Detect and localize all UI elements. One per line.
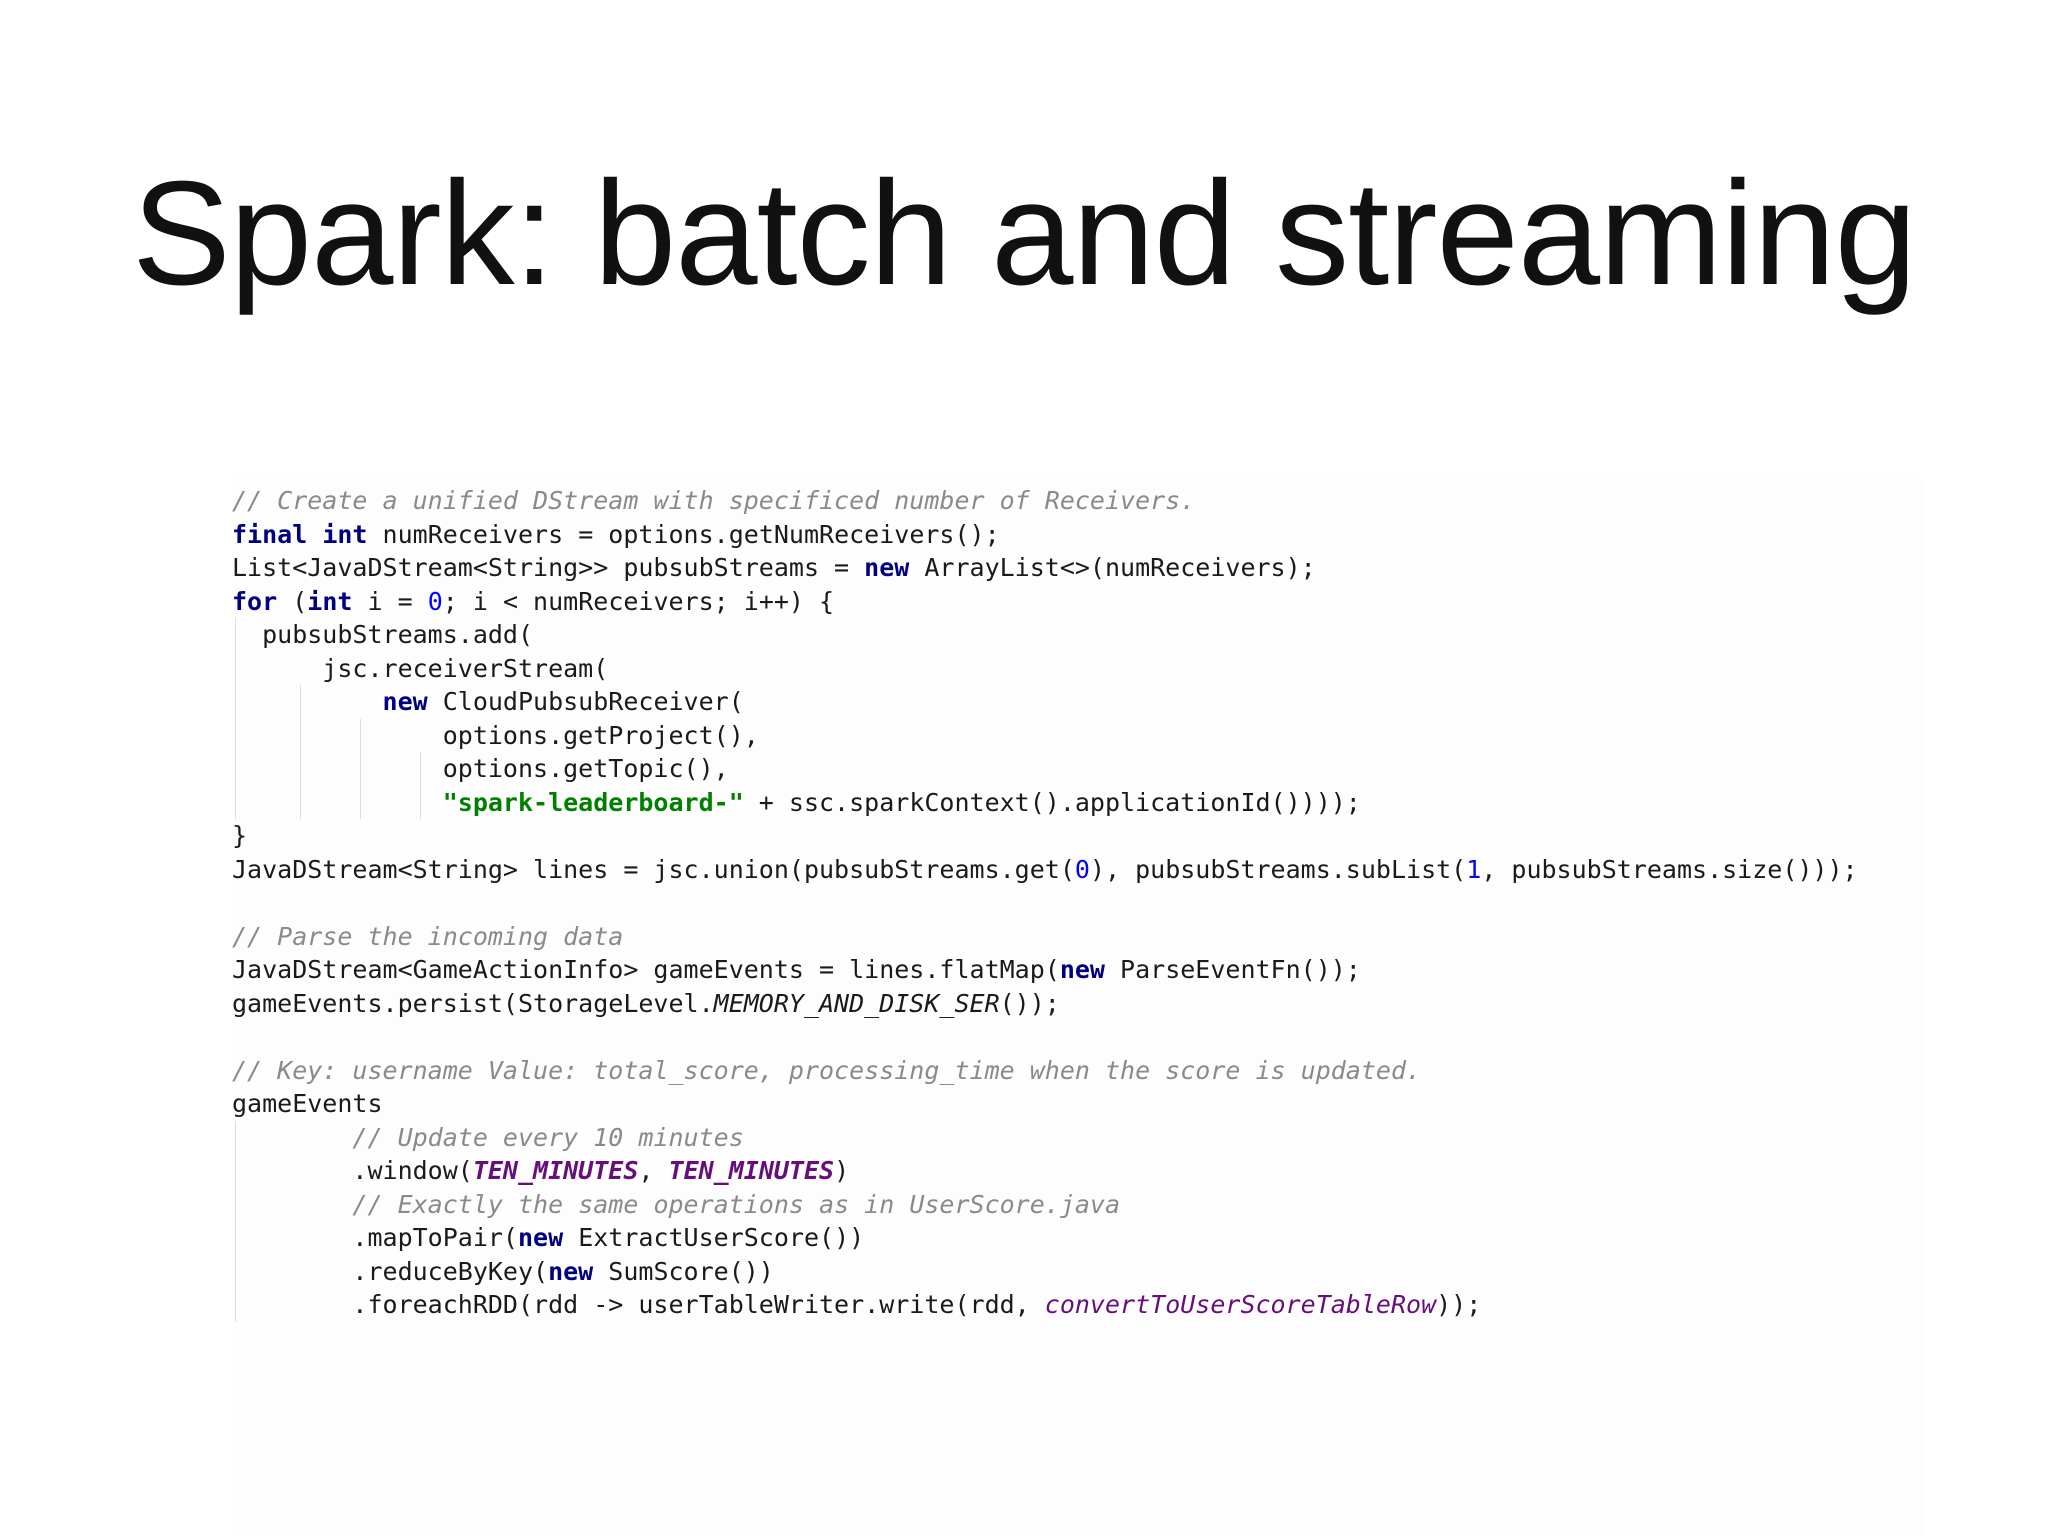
indent-guide [420, 752, 422, 819]
code-token: new [1059, 955, 1105, 984]
indent-guide [299, 685, 301, 819]
code-token: SumScore()) [593, 1256, 774, 1286]
code-line: gameEvents.persist(StorageLevel.MEMORY_A… [232, 987, 1932, 1021]
code-line: "spark-leaderboard-" + ssc.sparkContext(… [232, 786, 1932, 820]
code-token: // Update every 10 minutes [352, 1122, 744, 1152]
code-token: // Exactly the same operations as in Use… [352, 1189, 1121, 1219]
code-line [232, 886, 1932, 920]
code-line: // Exactly the same operations as in Use… [232, 1188, 1932, 1222]
code-token: , [638, 1156, 669, 1185]
code-token: )); [1436, 1290, 1482, 1319]
code-token [232, 1190, 352, 1219]
code-line: options.getTopic(), [232, 752, 1932, 786]
code-token: gameEvents.persist(StorageLevel. [232, 988, 714, 1018]
code-token: ( [277, 586, 308, 616]
code-panel-background [232, 478, 1922, 1536]
code-token: new [548, 1256, 594, 1286]
code-line: pubsubStreams.add( [232, 618, 1932, 652]
code-token [232, 687, 383, 716]
code-token: JavaDStream<GameActionInfo> gameEvents =… [232, 955, 1060, 984]
code-token: ) [834, 1156, 850, 1185]
code-token: ArrayList<>(numReceivers); [909, 553, 1316, 582]
code-token: .mapToPair( [232, 1223, 518, 1252]
code-token: 1 [1466, 854, 1482, 884]
code-line: // Update every 10 minutes [232, 1121, 1932, 1155]
code-line: // Create a unified DStream with specifi… [232, 484, 1932, 518]
code-line: // Parse the incoming data [232, 920, 1932, 954]
code-token: // Parse the incoming data [232, 921, 624, 951]
code-line: .foreachRDD(rdd -> userTableWriter.write… [232, 1288, 1932, 1322]
code-token [232, 788, 443, 817]
code-token: new [517, 1223, 564, 1252]
code-line: } [232, 819, 1932, 853]
code-token: numReceivers = options.getNumReceivers()… [367, 519, 1000, 549]
code-token: 0 [1074, 854, 1090, 884]
code-block: // Create a unified DStream with specifi… [232, 484, 1932, 1322]
code-line: JavaDStream<String> lines = jsc.union(pu… [232, 853, 1932, 887]
code-token: ParseEventFn()); [1104, 955, 1361, 984]
code-line: new CloudPubsubReceiver( [232, 685, 1932, 719]
code-token: MEMORY_AND_DISK_SER [713, 988, 1000, 1018]
code-token: jsc.receiverStream( [232, 653, 609, 683]
code-line: .mapToPair(new ExtractUserScore()) [232, 1221, 1932, 1255]
code-line: options.getProject(), [232, 719, 1932, 753]
code-token: new [864, 553, 910, 582]
code-token: JavaDStream<String> lines = jsc.union(pu… [232, 854, 1075, 884]
code-token: List<JavaDStream<String>> pubsubStreams … [232, 553, 865, 582]
code-line: .window(TEN_MINUTES, TEN_MINUTES) [232, 1154, 1932, 1188]
code-token: CloudPubsubReceiver( [427, 687, 744, 716]
code-token: , pubsubStreams.size())); [1481, 854, 1858, 884]
code-token: "spark-leaderboard-" [442, 787, 744, 817]
code-token: options.getTopic(), [232, 754, 729, 783]
code-line: List<JavaDStream<String>> pubsubStreams … [232, 551, 1932, 585]
code-token: int [307, 586, 353, 616]
code-line: jsc.receiverStream( [232, 652, 1932, 686]
slide-title: Spark: batch and streaming [132, 151, 1917, 316]
code-line: // Key: username Value: total_score, pro… [232, 1054, 1932, 1088]
code-token: convertToUserScoreTableRow [1044, 1290, 1437, 1319]
indent-guide [235, 618, 236, 819]
code-token: for [232, 586, 278, 616]
code-token: ()); [999, 988, 1060, 1018]
code-token [232, 1123, 352, 1152]
code-token: ; i < numReceivers; i++) { [442, 586, 835, 616]
code-token: .foreachRDD(rdd -> userTableWriter.write… [232, 1290, 1045, 1319]
indent-guide [235, 1120, 236, 1322]
code-token: } [232, 821, 248, 850]
code-line: for (int i = 0; i < numReceivers; i++) { [232, 585, 1932, 619]
code-line: gameEvents [232, 1087, 1932, 1121]
code-token: + ssc.sparkContext().applicationId()))); [743, 787, 1361, 817]
code-token: int [322, 519, 368, 549]
code-line: .reduceByKey(new SumScore()) [232, 1255, 1932, 1289]
code-token: options.getProject(), [232, 720, 759, 750]
code-token: ), pubsubStreams.subList( [1089, 854, 1467, 884]
code-token: .window( [232, 1156, 473, 1185]
code-token: .reduceByKey( [232, 1256, 549, 1286]
code-token: TEN_MINUTES [668, 1156, 835, 1185]
code-token: 0 [427, 586, 443, 616]
code-token: i = [352, 586, 428, 616]
code-token: TEN_MINUTES [472, 1156, 639, 1185]
code-token: // Key: username Value: total_score, pro… [232, 1055, 1422, 1085]
code-token: ExtractUserScore()) [563, 1223, 865, 1252]
code-token: new [382, 687, 428, 716]
code-token: final [232, 519, 308, 549]
code-token: gameEvents [232, 1089, 383, 1118]
code-token: pubsubStreams.add( [232, 620, 534, 649]
code-token [307, 520, 322, 549]
indent-guide [359, 718, 361, 819]
code-line: JavaDStream<GameActionInfo> gameEvents =… [232, 953, 1932, 987]
code-line [232, 1020, 1932, 1054]
code-line: final int numReceivers = options.getNumR… [232, 518, 1932, 552]
code-token: // Create a unified DStream with specifi… [232, 486, 1196, 515]
